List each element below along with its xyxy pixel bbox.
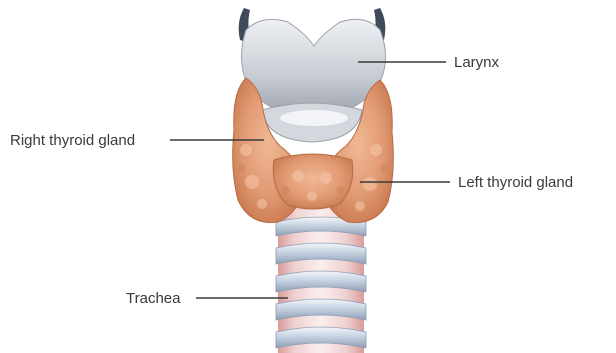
trachea-label: Trachea (126, 290, 181, 307)
larynx-label: Larynx (454, 54, 500, 71)
larynx-highlight (280, 110, 348, 126)
left-thyroid-gland-label: Left thyroid gland (458, 174, 573, 191)
larynx-thyroid-cartilage (241, 19, 385, 114)
right-thyroid-gland-label: Right thyroid gland (10, 132, 135, 149)
